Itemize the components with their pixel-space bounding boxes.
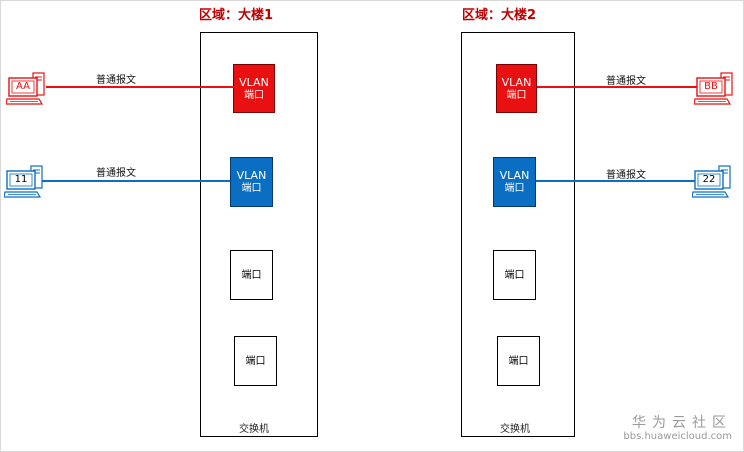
switch-label-building1: 交换机 bbox=[239, 424, 269, 435]
switch-label-building2: 交换机 bbox=[500, 424, 530, 435]
host-label-aa: AA bbox=[16, 81, 30, 92]
vlan-port-blue-building2: VLAN 端口 bbox=[493, 157, 536, 207]
computer-icon-11: 11 bbox=[3, 165, 46, 199]
port-text: 端口 bbox=[241, 269, 262, 281]
port-text: 端口 bbox=[506, 89, 527, 101]
host-label-11: 11 bbox=[14, 174, 28, 185]
port-vlan-text: VLAN bbox=[239, 75, 269, 89]
port-building2-3: 端口 bbox=[493, 250, 536, 300]
watermark-brand: 华为云社区 bbox=[632, 415, 732, 431]
port-text: 端口 bbox=[241, 183, 262, 194]
watermark-url: bbs.huaweicloud.com bbox=[623, 431, 732, 442]
region-title-building2: 区域：大楼2 bbox=[462, 8, 537, 23]
port-building2-4: 端口 bbox=[497, 336, 540, 386]
link-label-red-right: 普通报文 bbox=[606, 76, 646, 87]
region-title-building1: 区域：大楼1 bbox=[199, 8, 274, 23]
pc-red-left-graphic bbox=[5, 72, 45, 105]
link-label-red-left: 普通报文 bbox=[96, 75, 136, 86]
port-building1-3: 端口 bbox=[230, 250, 273, 300]
computer-icon-bb: BB bbox=[693, 72, 736, 106]
pc-blue-left-graphic bbox=[3, 165, 43, 198]
vlan-port-red-building1: VLAN 端口 bbox=[233, 64, 275, 113]
port-text: 端口 bbox=[504, 183, 525, 194]
port-text: 端口 bbox=[504, 269, 525, 281]
link-label-blue-right: 普通报文 bbox=[606, 170, 646, 181]
port-text: 端口 bbox=[245, 355, 266, 367]
port-vlan-text: VLAN bbox=[499, 169, 530, 182]
host-label-22: 22 bbox=[702, 174, 716, 185]
link-red-left bbox=[46, 86, 234, 88]
port-building1-4: 端口 bbox=[234, 336, 277, 386]
pc-red-right-graphic bbox=[693, 72, 733, 105]
computer-icon-22: 22 bbox=[691, 165, 734, 199]
computer-icon-aa: AA bbox=[5, 72, 48, 106]
link-red-right bbox=[537, 86, 699, 88]
pc-blue-right-graphic bbox=[691, 165, 731, 198]
port-vlan-text: VLAN bbox=[501, 75, 532, 89]
port-text: 端口 bbox=[244, 89, 264, 101]
vlan-port-red-building2: VLAN 端口 bbox=[496, 64, 537, 113]
host-label-bb: BB bbox=[704, 81, 718, 92]
vlan-port-blue-building1: VLAN 端口 bbox=[230, 157, 273, 207]
port-text: 端口 bbox=[508, 355, 529, 367]
link-label-blue-left: 普通报文 bbox=[96, 168, 136, 179]
link-blue-left bbox=[40, 180, 230, 182]
link-blue-right bbox=[536, 180, 696, 182]
port-vlan-text: VLAN bbox=[236, 169, 267, 182]
